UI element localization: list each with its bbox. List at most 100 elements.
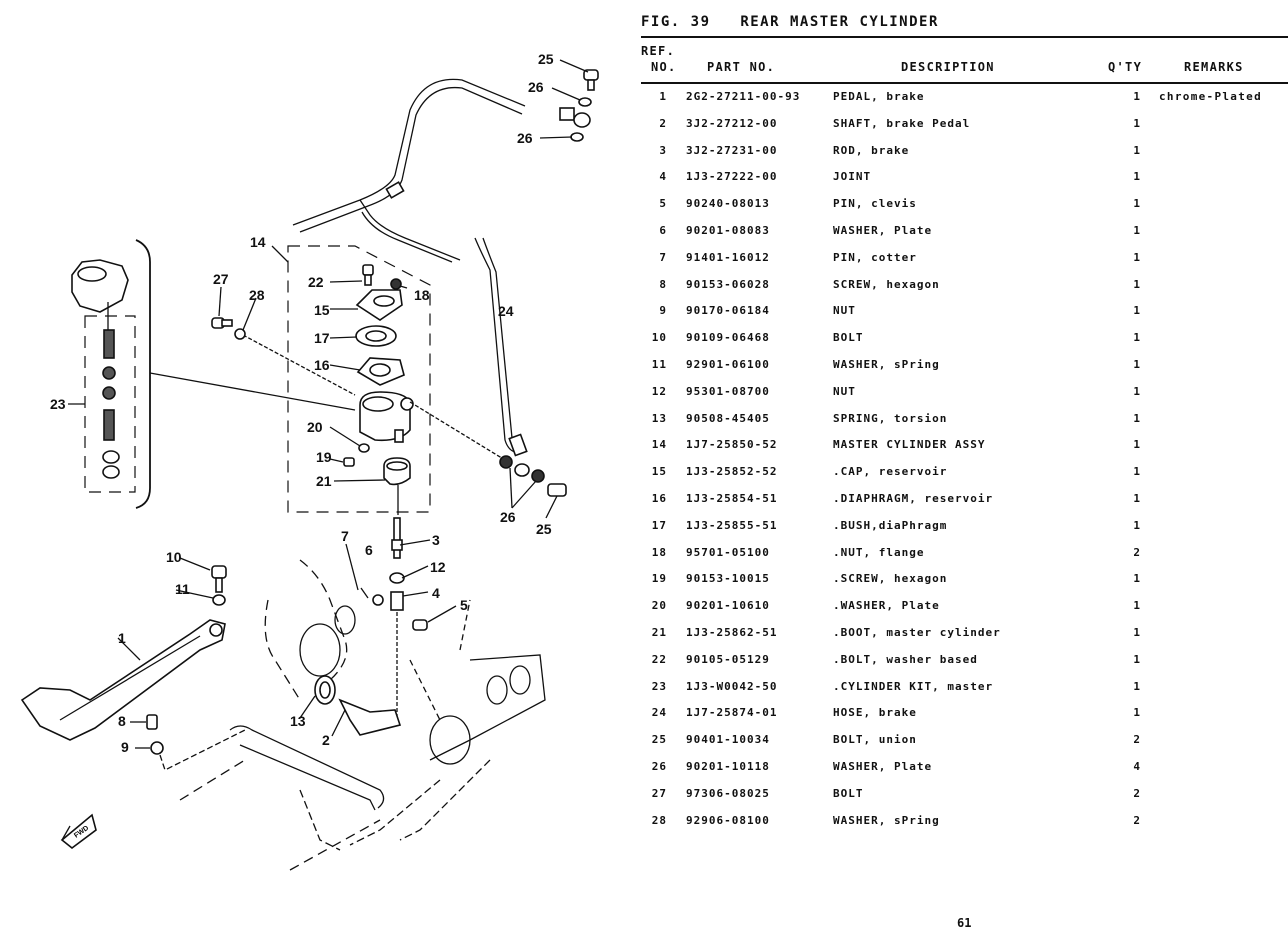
qty-cell: 1 bbox=[1133, 384, 1141, 398]
qty-cell: 2 bbox=[1133, 813, 1141, 827]
callout-2: 2 bbox=[322, 732, 330, 748]
callout-17: 17 bbox=[314, 330, 330, 346]
qty-cell: 1 bbox=[1133, 223, 1141, 237]
description-cell: WASHER, sPring bbox=[833, 813, 940, 827]
callout-23: 23 bbox=[50, 396, 66, 412]
header-ref-no: NO. bbox=[651, 60, 677, 74]
header-part-no: PART NO. bbox=[707, 60, 776, 74]
part-no-cell: 1J3-25852-52 bbox=[686, 465, 778, 479]
exploded-parts-diagram: FWD 1 2 3 4 5 6 7 8 9 10 11 12 13 14 15 … bbox=[0, 0, 635, 934]
callout-14: 14 bbox=[250, 234, 266, 250]
callout-15: 15 bbox=[314, 302, 330, 318]
callout-21: 21 bbox=[316, 473, 332, 489]
description-cell: .BOOT, master cylinder bbox=[833, 625, 1001, 639]
part-no-cell: 90170-06184 bbox=[686, 304, 770, 318]
callout-10: 10 bbox=[166, 549, 182, 565]
callout-13: 13 bbox=[290, 713, 306, 729]
callout-24: 24 bbox=[498, 303, 514, 319]
part-no-cell: 1J3-W0042-50 bbox=[686, 679, 778, 693]
part-no-cell: 90201-10118 bbox=[686, 759, 770, 773]
page-number: 61 bbox=[957, 916, 972, 930]
ref-no-cell: 28 bbox=[651, 813, 667, 827]
part-no-cell: 1J3-25862-51 bbox=[686, 625, 778, 639]
ref-no-cell: 6 bbox=[659, 223, 667, 237]
master-cylinder-kit bbox=[71, 259, 136, 493]
ref-no-cell: 15 bbox=[651, 465, 667, 479]
description-cell: WASHER, sPring bbox=[833, 357, 940, 371]
qty-cell: 1 bbox=[1133, 652, 1141, 666]
brake-hose-part bbox=[292, 78, 575, 457]
part-no-cell: 1J3-25854-51 bbox=[686, 491, 778, 505]
description-cell: BOLT bbox=[833, 331, 864, 345]
ref-no-cell: 4 bbox=[659, 170, 667, 184]
brake-pedal-part bbox=[20, 619, 226, 741]
qty-cell: 1 bbox=[1133, 304, 1141, 318]
description-cell: PIN, clevis bbox=[833, 197, 917, 211]
callout-11: 11 bbox=[175, 581, 190, 597]
ref-no-cell: 21 bbox=[651, 625, 667, 639]
master-cylinder-assembly bbox=[343, 264, 414, 486]
qty-cell: 1 bbox=[1133, 357, 1141, 371]
ref-no-cell: 14 bbox=[651, 438, 667, 452]
ref-no-cell: 27 bbox=[651, 786, 667, 800]
ref-no-cell: 25 bbox=[651, 733, 667, 747]
qty-cell: 1 bbox=[1133, 116, 1141, 130]
forward-arrow-icon: FWD bbox=[60, 813, 97, 850]
ref-no-cell: 11 bbox=[651, 357, 667, 371]
callout-25-bottom: 25 bbox=[536, 521, 552, 537]
description-cell: NUT bbox=[833, 384, 856, 398]
callout-25-top: 25 bbox=[538, 51, 554, 67]
callout-12: 12 bbox=[430, 559, 446, 575]
part-no-cell: 91401-16012 bbox=[686, 250, 770, 264]
callout-26-top: 26 bbox=[528, 79, 544, 95]
part-no-cell: 92901-06100 bbox=[686, 357, 770, 371]
qty-cell: 1 bbox=[1133, 438, 1141, 452]
qty-cell: 2 bbox=[1133, 545, 1141, 559]
figure-label: FIG. 39 bbox=[641, 14, 711, 30]
callout-27: 27 bbox=[213, 271, 229, 287]
description-cell: .NUT, flange bbox=[833, 545, 925, 559]
callout-1: 1 bbox=[118, 630, 126, 646]
callout-8: 8 bbox=[118, 713, 126, 729]
description-cell: .BOLT, washer based bbox=[833, 652, 978, 666]
description-cell: MASTER CYLINDER ASSY bbox=[833, 438, 986, 452]
callout-16: 16 bbox=[314, 357, 330, 373]
parts-catalog: FIG. 39 REAR MASTER CYLINDER REF. NO. PA… bbox=[641, 14, 1288, 834]
description-cell: WASHER, Plate bbox=[833, 759, 933, 773]
qty-cell: 1 bbox=[1133, 331, 1141, 345]
qty-cell: 2 bbox=[1133, 733, 1141, 747]
part-no-cell: 90201-08083 bbox=[686, 223, 770, 237]
ref-no-cell: 7 bbox=[659, 250, 667, 264]
description-cell: SPRING, torsion bbox=[833, 411, 948, 425]
callout-26-mid: 26 bbox=[517, 130, 533, 146]
ref-no-cell: 22 bbox=[651, 652, 667, 666]
ref-no-cell: 1 bbox=[659, 90, 667, 103]
header-description: DESCRIPTION bbox=[901, 60, 995, 74]
qty-cell: 1 bbox=[1133, 572, 1141, 586]
header-ref-line1: REF. bbox=[641, 44, 676, 58]
description-cell: BOLT bbox=[833, 786, 864, 800]
qty-cell: 1 bbox=[1133, 706, 1141, 720]
part-no-cell: 90240-08013 bbox=[686, 197, 770, 211]
ref-no-cell: 8 bbox=[659, 277, 667, 291]
figure-name: REAR MASTER CYLINDER bbox=[740, 14, 939, 30]
